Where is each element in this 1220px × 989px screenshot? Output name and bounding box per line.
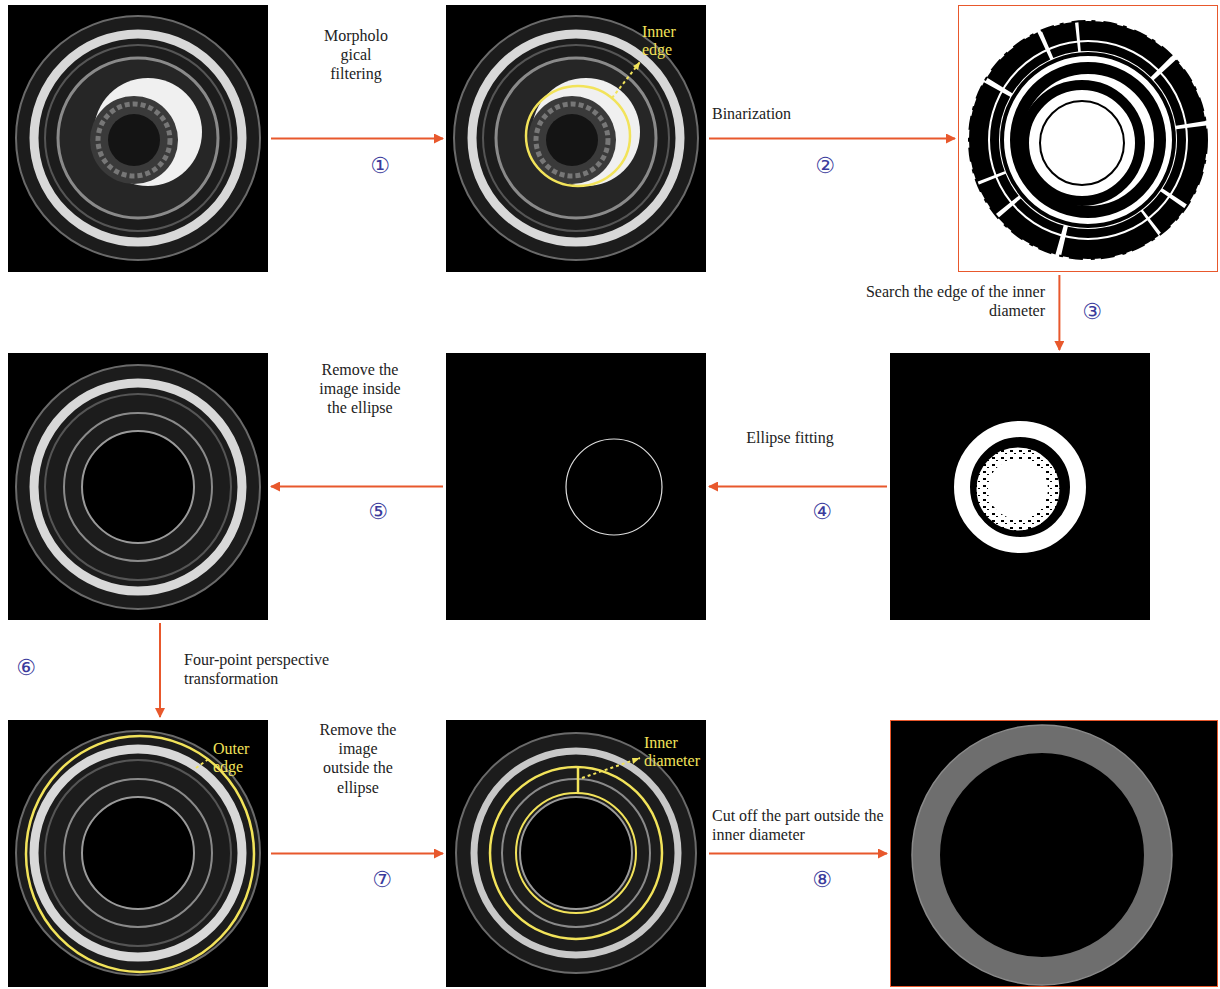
step-label: Remove the image outside the ellipse	[316, 720, 400, 797]
step-number: ⑤	[368, 501, 388, 523]
bearing-image	[446, 720, 706, 987]
step-label: Binarization	[712, 104, 842, 123]
step-label: Search the edge of the inner diameter	[835, 282, 1045, 320]
bearing-image	[446, 5, 706, 272]
flow-arrow	[1058, 275, 1060, 350]
step-number: ⑥	[16, 657, 36, 679]
callout-text: Inner diameter	[644, 734, 704, 771]
bearing-image	[8, 353, 268, 620]
step-number: ④	[812, 501, 832, 523]
step-number: ⑧	[812, 869, 832, 891]
step-number: ③	[1082, 301, 1102, 323]
callout-text: Inner edge	[642, 23, 702, 60]
binary-image	[958, 5, 1218, 272]
image-panel	[8, 353, 268, 620]
ring-image	[890, 720, 1218, 987]
flow-arrow	[709, 138, 955, 140]
image-panel	[890, 353, 1150, 620]
step-label: Remove the image inside the ellipse	[318, 360, 402, 418]
flow-arrow	[709, 486, 887, 488]
flow-arrow	[271, 486, 443, 488]
image-panel	[890, 720, 1218, 987]
step-number: ⑦	[372, 869, 392, 891]
flow-arrow	[271, 138, 443, 140]
image-panel	[8, 5, 268, 272]
image-panel	[958, 5, 1218, 272]
step-label: Cut off the part outside the inner diame…	[712, 806, 888, 844]
image-panel: Outer edge	[8, 720, 268, 987]
image-panel: Inner edge	[446, 5, 706, 272]
flow-arrow	[709, 853, 887, 855]
image-panel: Inner diameter	[446, 720, 706, 987]
bearing-image	[8, 720, 268, 987]
step-label: Ellipse fitting	[740, 428, 840, 447]
bearing-image	[8, 5, 268, 272]
step-number: ①	[370, 155, 390, 177]
image-panel	[446, 353, 706, 620]
step-label: Morpholo gical filtering	[320, 26, 392, 84]
step-label: Four-point perspective transformation	[184, 650, 424, 688]
flow-arrow	[271, 853, 443, 855]
ellipse-image	[446, 353, 706, 620]
callout-text: Outer edge	[213, 740, 267, 777]
step-number: ②	[815, 155, 835, 177]
flow-arrow	[159, 623, 161, 717]
edge-image	[890, 353, 1150, 620]
